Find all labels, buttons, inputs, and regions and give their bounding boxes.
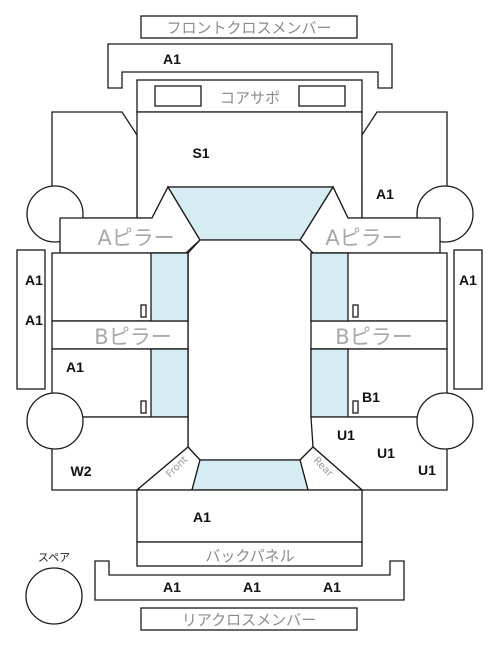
right-front-door-handle	[352, 304, 359, 318]
right-outer-sill-grade: A1	[459, 272, 477, 288]
right-front-fender-grade: A1	[376, 186, 394, 202]
left-rear-door-handle	[140, 400, 147, 414]
front-cross-member-panel[interactable]	[107, 43, 393, 89]
left-b-pillar[interactable]	[51, 320, 189, 350]
core-support-label: コアサポ	[220, 89, 280, 107]
back-panel-label: バックパネル	[205, 547, 294, 565]
right-rear-wheel[interactable]	[416, 392, 474, 450]
left-b-pillar-label: Bピラー	[94, 325, 171, 349]
rear-window[interactable]	[191, 459, 309, 491]
core-support-left-slot	[154, 85, 202, 107]
right-rear-quarter-grade-2: U1	[377, 445, 395, 461]
left-outer-sill-bottom-grade: A1	[25, 312, 43, 328]
core-support-grade: S1	[192, 145, 209, 161]
spare-tire[interactable]	[25, 567, 83, 625]
spare-tire-label: スペア	[38, 551, 70, 564]
roof-panel[interactable]	[187, 239, 314, 461]
right-rear-door-grade: B1	[362, 389, 380, 405]
right-b-pillar-label: Bピラー	[335, 325, 412, 349]
left-front-door-handle	[140, 304, 147, 318]
right-rear-door-handle	[352, 400, 359, 414]
right-rear-window[interactable]	[310, 348, 349, 418]
trunk-lid[interactable]	[136, 489, 363, 543]
rear-cross-member-label: リアクロスメンバー	[182, 611, 316, 629]
front-cross-member-label: フロントクロスメンバー	[166, 19, 331, 37]
left-rear-quarter-grade: W2	[71, 463, 92, 479]
right-outer-sill[interactable]	[453, 249, 483, 390]
right-front-window[interactable]	[310, 252, 349, 322]
left-rear-window[interactable]	[150, 348, 189, 418]
core-support-right-slot	[298, 85, 346, 107]
right-a-pillar-label: Aピラー	[325, 226, 402, 250]
trunk-grade: A1	[193, 509, 211, 525]
right-rear-quarter-grade-1: U1	[337, 427, 355, 443]
left-front-window[interactable]	[150, 252, 189, 322]
front-cross-member-grade: A1	[163, 51, 181, 67]
rear-cross-member-panel[interactable]	[94, 560, 405, 601]
left-outer-sill[interactable]	[16, 249, 46, 390]
back-panel[interactable]	[136, 541, 363, 567]
left-outer-sill-top-grade: A1	[25, 272, 43, 288]
front-cross-member-label-box	[140, 15, 358, 39]
left-rear-door-grade: A1	[66, 359, 84, 375]
right-b-pillar[interactable]	[310, 320, 448, 350]
rear-cross-member-grade-right: A1	[323, 579, 341, 595]
right-rear-quarter-grade-3: U1	[418, 462, 436, 478]
rear-cross-member-label-box	[140, 607, 358, 631]
left-a-pillar-label: Aピラー	[97, 226, 174, 250]
left-rear-wheel[interactable]	[26, 392, 84, 450]
rear-cross-member-grade-left: A1	[163, 579, 181, 595]
rear-cross-member-grade-center: A1	[243, 579, 261, 595]
